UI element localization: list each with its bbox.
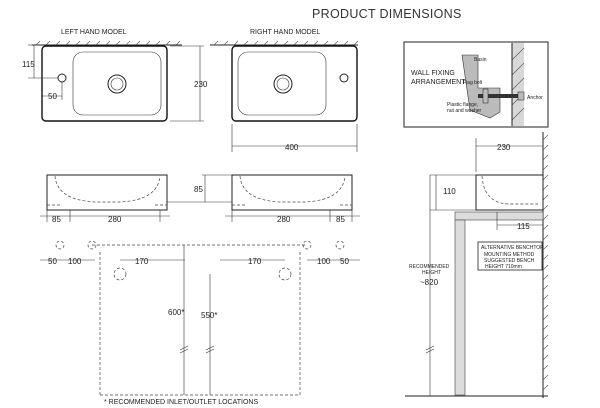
dim-550-vertical: 550* bbox=[201, 274, 217, 395]
svg-text:110: 110 bbox=[443, 187, 456, 196]
inlet-outlet-markers bbox=[55, 240, 345, 281]
supply-lines bbox=[92, 244, 307, 396]
svg-text:230: 230 bbox=[194, 80, 208, 89]
svg-text:ALTERNATIVE BENCHTOP: ALTERNATIVE BENCHTOP bbox=[481, 245, 544, 251]
side-view-wall bbox=[542, 132, 549, 398]
svg-text:RECOMMENDED: RECOMMENDED bbox=[409, 264, 450, 270]
right-model-label: RIGHT HAND MODEL bbox=[250, 29, 320, 36]
svg-text:115: 115 bbox=[22, 60, 35, 69]
wall-line-left bbox=[32, 40, 182, 46]
svg-text:600*: 600* bbox=[168, 308, 184, 317]
svg-text:170: 170 bbox=[248, 257, 262, 266]
dim-115-side: 115 bbox=[496, 212, 543, 231]
label-basin: Basin bbox=[474, 57, 487, 63]
dim-400-horizontal: 400 bbox=[231, 124, 358, 152]
dim-110-vertical: 110 bbox=[430, 174, 476, 211]
label-plastic-2: nut and washer bbox=[447, 108, 482, 114]
dim-600-vertical: 600* bbox=[168, 245, 189, 395]
svg-text:85: 85 bbox=[52, 215, 61, 224]
left-basin-top-view bbox=[41, 45, 168, 122]
wall-fixing-detail-panel bbox=[403, 41, 549, 128]
svg-text:85: 85 bbox=[336, 215, 345, 224]
svg-text:230: 230 bbox=[497, 143, 511, 152]
side-view-basin bbox=[475, 174, 544, 211]
dim-230-vertical: 230 bbox=[170, 45, 208, 122]
alternative-benchtop bbox=[454, 211, 544, 396]
page-title: PRODUCT DIMENSIONS bbox=[312, 7, 462, 21]
svg-text:HEIGHT: HEIGHT bbox=[422, 270, 441, 276]
label-flag-bolt: Flag bolt bbox=[463, 80, 483, 86]
svg-text:400: 400 bbox=[285, 143, 299, 152]
wall-line-right bbox=[210, 40, 359, 46]
svg-text:115: 115 bbox=[517, 222, 530, 231]
svg-text:170: 170 bbox=[135, 257, 149, 266]
svg-text:50: 50 bbox=[48, 92, 57, 101]
svg-text:100: 100 bbox=[68, 257, 82, 266]
dim-115-vertical: 115 bbox=[22, 44, 58, 79]
left-model-label: LEFT HAND MODEL bbox=[61, 29, 127, 36]
left-basin-front-view bbox=[46, 174, 168, 211]
dim-280-85-right: 280 85 bbox=[225, 210, 360, 224]
right-basin-front-view bbox=[231, 174, 353, 211]
right-basin-top-view bbox=[231, 45, 358, 122]
dim-85-vertical: 85 bbox=[167, 174, 232, 203]
svg-text:100: 100 bbox=[317, 257, 331, 266]
footnote: * RECOMMENDED INLET/OUTLET LOCATIONS bbox=[104, 399, 258, 406]
svg-text:SUGGESTED BENCH: SUGGESTED BENCH bbox=[484, 258, 535, 264]
svg-text:50: 50 bbox=[340, 257, 349, 266]
svg-text:~820: ~820 bbox=[420, 278, 439, 287]
dim-100-50-right: 100 50 bbox=[307, 257, 360, 266]
dim-230-side: 230 bbox=[475, 138, 543, 172]
dim-50-100-left: 50 100 bbox=[40, 257, 95, 266]
svg-text:280: 280 bbox=[277, 215, 291, 224]
svg-text:85: 85 bbox=[194, 185, 203, 194]
detail-heading-2: ARRANGEMENT bbox=[411, 79, 466, 86]
dim-170-left: 170 bbox=[120, 257, 185, 266]
detail-heading-1: WALL FIXING bbox=[411, 70, 455, 77]
dim-85-280-left: 85 280 bbox=[40, 210, 170, 224]
svg-text:MOUNTING METHOD: MOUNTING METHOD bbox=[484, 252, 535, 258]
alternative-mounting-note: ALTERNATIVE BENCHTOP MOUNTING METHOD SUG… bbox=[477, 241, 544, 271]
svg-text:HEIGHT 710mm: HEIGHT 710mm bbox=[485, 264, 522, 270]
svg-text:550*: 550* bbox=[201, 311, 217, 320]
dim-170-right: 170 bbox=[220, 257, 285, 266]
label-plastic-1: Plastic flange, bbox=[447, 102, 478, 108]
label-anchor: Anchor bbox=[527, 95, 543, 101]
dim-820-vertical: RECOMMENDED HEIGHT ~820 bbox=[409, 175, 450, 396]
dim-50-horizontal: 50 bbox=[42, 82, 63, 101]
svg-text:50: 50 bbox=[48, 257, 57, 266]
svg-text:280: 280 bbox=[108, 215, 122, 224]
